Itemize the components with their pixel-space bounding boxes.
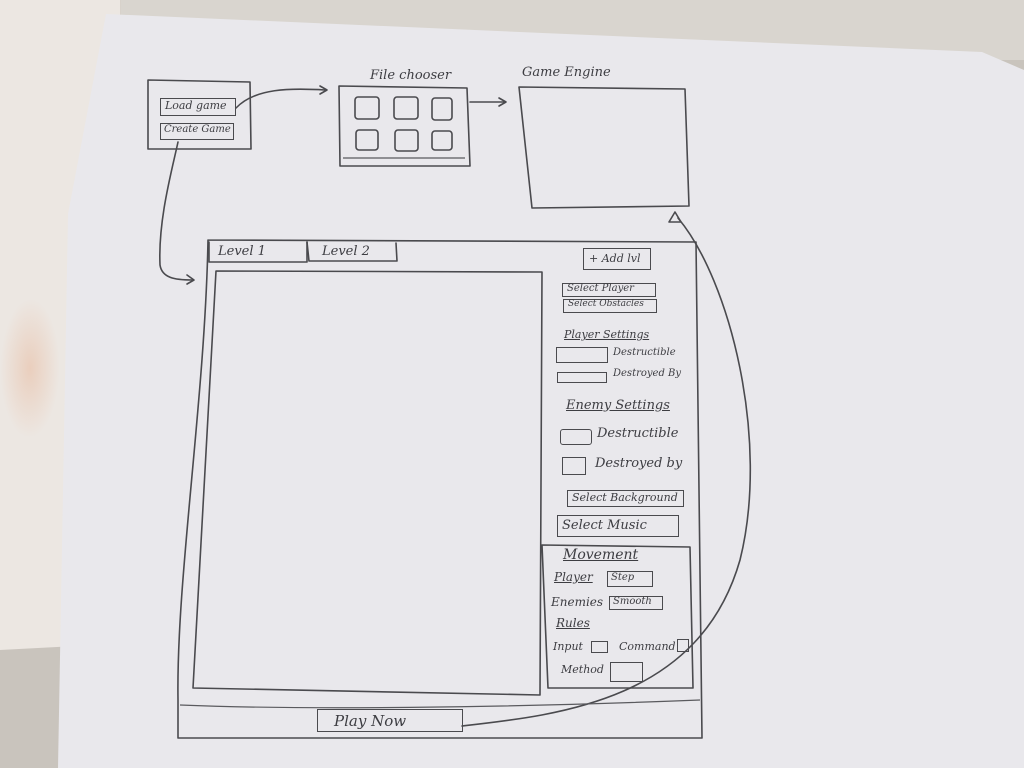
rules-input-checkbox[interactable]: [591, 641, 608, 653]
file-thumb-6: [431, 130, 453, 151]
file-thumb-4: [355, 129, 379, 151]
arrow-play-to-engine: [461, 217, 752, 727]
select-background-button[interactable]: Select Background: [567, 490, 684, 507]
create-game-button[interactable]: Create Game: [160, 123, 234, 140]
start-menu-frame: [147, 79, 252, 150]
game-engine-title: Game Engine: [522, 65, 611, 80]
file-chooser-title: File chooser: [370, 68, 452, 83]
create-game-label: Create Game: [164, 124, 231, 135]
rules-command-checkbox[interactable]: [677, 639, 689, 652]
player-settings-heading: Player Settings: [564, 328, 650, 341]
load-game-label: Load game: [165, 99, 227, 112]
arrow-create-to-editor: [159, 141, 193, 281]
player-destroyed-by-field[interactable]: [557, 372, 607, 383]
arrow-load-to-chooser: [235, 88, 326, 109]
rules-method-field[interactable]: [610, 662, 643, 682]
movement-player-select[interactable]: Step: [607, 571, 653, 587]
player-destroyed-by-label: Destroyed By: [613, 368, 682, 379]
select-obstacles-button[interactable]: Select Obstacles: [563, 299, 657, 313]
file-thumb-3: [431, 97, 453, 121]
rules-command-label: Command: [619, 640, 676, 653]
select-player-label: Select Player: [567, 283, 634, 294]
level-canvas: [192, 270, 543, 696]
file-thumb-2: [393, 96, 419, 120]
file-thumb-1: [354, 96, 380, 120]
movement-enemies-value: Smooth: [613, 596, 652, 607]
game-engine-frame: [518, 86, 690, 209]
add-level-label: + Add lvl: [589, 252, 641, 265]
select-player-button[interactable]: Select Player: [562, 283, 656, 297]
arrow-head: [668, 211, 682, 223]
load-game-button[interactable]: Load game: [160, 98, 236, 116]
select-obstacles-label: Select Obstacles: [568, 299, 644, 309]
tab-level-2[interactable]: Level 2: [322, 244, 370, 259]
editor-window-frame: [177, 239, 703, 739]
arrow-head: [186, 274, 195, 285]
enemy-settings-heading: Enemy Settings: [566, 398, 670, 413]
movement-player-label: Player: [554, 570, 593, 584]
file-thumb-5: [394, 129, 419, 152]
movement-enemies-label: Enemies: [551, 595, 604, 609]
add-level-button[interactable]: + Add lvl: [583, 248, 651, 270]
movement-heading: Movement: [563, 547, 639, 563]
tab-level-2-frame: [306, 241, 398, 262]
enemy-destroyed-by-field[interactable]: [562, 457, 586, 475]
movement-panel-frame: [541, 544, 694, 689]
select-music-label: Select Music: [562, 518, 647, 533]
play-now-button[interactable]: Play Now: [317, 709, 463, 732]
rules-heading: Rules: [556, 616, 590, 630]
select-background-label: Select Background: [572, 491, 678, 504]
editor-bottom-edge: [179, 699, 701, 709]
arrow-head: [498, 97, 507, 107]
player-destructible-label: Destructible: [613, 347, 676, 358]
select-music-button[interactable]: Select Music: [557, 515, 679, 537]
movement-player-value: Step: [611, 572, 635, 583]
player-destructible-field[interactable]: [556, 347, 608, 363]
enemy-destructible-label: Destructible: [597, 426, 679, 441]
rules-input-label: Input: [553, 640, 583, 653]
rules-method-label: Method: [561, 663, 604, 676]
play-now-label: Play Now: [334, 712, 407, 730]
movement-enemies-select[interactable]: Smooth: [609, 596, 663, 610]
file-thumbnails: [354, 96, 453, 152]
enemy-destroyed-by-label: Destroyed by: [595, 456, 683, 471]
enemy-destructible-field[interactable]: [560, 429, 592, 445]
tab-level-1-frame: [208, 241, 308, 263]
file-chooser-frame: [338, 85, 471, 167]
tab-level-1[interactable]: Level 1: [218, 244, 266, 259]
arrow-head: [319, 85, 328, 95]
